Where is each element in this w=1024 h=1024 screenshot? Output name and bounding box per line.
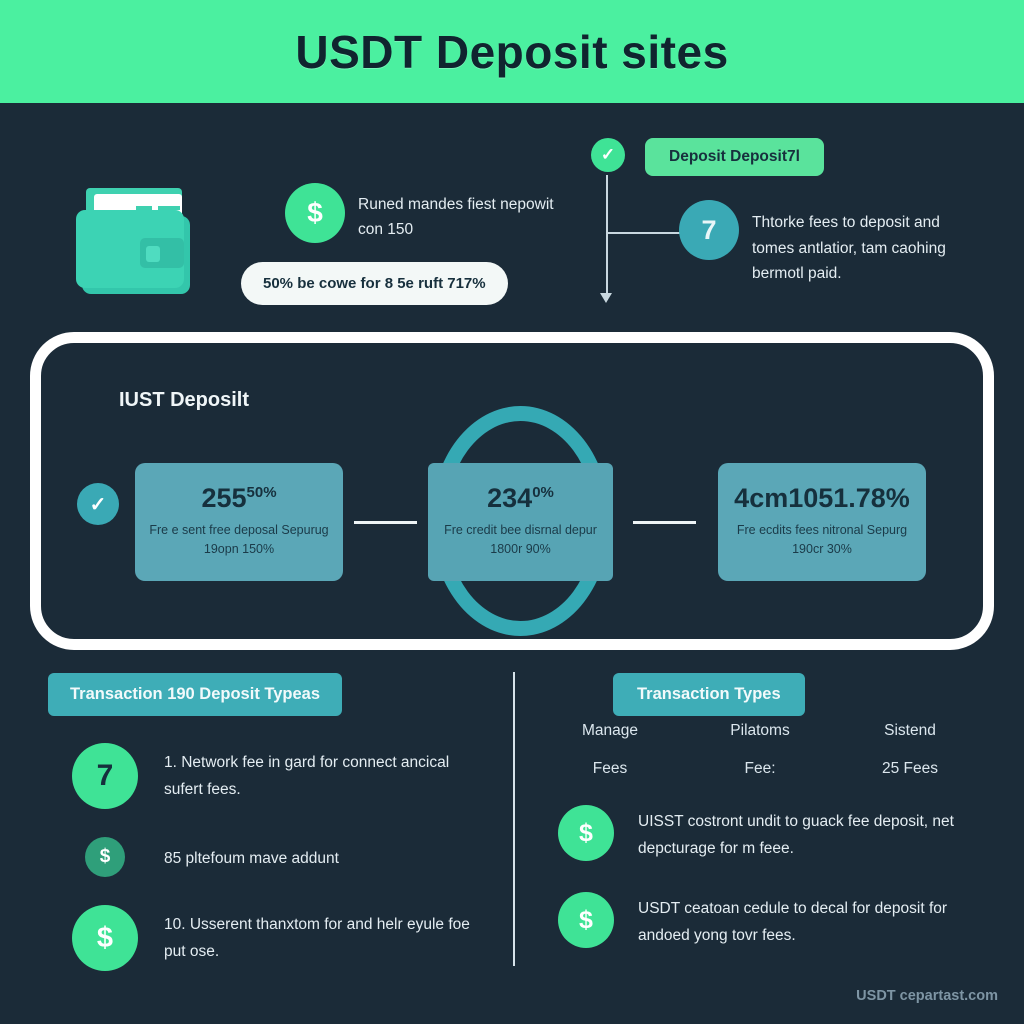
number-badge-7-icon: 7 — [72, 743, 138, 809]
list-item-label: 10. Usserent thanxtom for and helr eyule… — [164, 916, 470, 960]
stat-subtext: Fre credit bee disrnal depur 1800r 90% — [444, 522, 597, 556]
bottom-left-section-pill[interactable]: Transaction 190 Deposit Typeas — [48, 673, 343, 716]
dollar-coin-icon: $ — [558, 805, 614, 861]
stat-superscript: 0% — [532, 483, 554, 501]
top-left-highlight-pill[interactable]: 50% be cowe for 8 5e ruft 717% — [241, 262, 508, 305]
stat-subtext: Fre ecdits fees nitronal Sepurg 190cr 30… — [736, 522, 908, 556]
dollar-coin-icon: $ — [85, 837, 125, 877]
list-item[interactable]: 7 1. Network fee in gard for connect anc… — [72, 743, 482, 809]
list-item-label: 1. Network fee in gard for connect ancic… — [164, 754, 450, 798]
footer-watermark: USDT cepartast.com — [856, 988, 998, 1004]
column-header: Sistend — [884, 722, 936, 739]
flow-vertical-line — [606, 175, 608, 300]
bottom-left-list: 7 1. Network fee in gard for connect anc… — [72, 743, 482, 999]
transaction-types-columns: Manage Fees Pilatoms Fee: Sistend 25 Fee… — [540, 722, 980, 778]
list-item-label: 85 pltefoum mave addunt — [164, 850, 339, 867]
flow-arrow-icon — [600, 293, 612, 303]
page-title: USDT Deposit sites — [295, 25, 729, 78]
stat-number: 234 — [487, 482, 533, 513]
top-left-note: Runed mandes fiest nepowit con 150 — [358, 196, 554, 239]
list-item-label: USDT ceatoan cedule to decal for deposit… — [638, 900, 948, 944]
bottom-right-list: $ UISST costront undit to guack fee depo… — [558, 805, 988, 980]
column-platforms: Pilatoms Fee: — [690, 722, 830, 778]
check-circle-icon: ✓ — [77, 483, 119, 525]
stat-card[interactable]: 4cm1051.78% Fre ecdits fees nitronal Sep… — [718, 463, 926, 581]
stat-subtext: Fre e sent free deposal Sepurug 19opn 15… — [149, 522, 329, 556]
stat-value: 4cm1051.78% — [734, 482, 910, 513]
list-item[interactable]: $ UISST costront undit to guack fee depo… — [558, 805, 988, 862]
column-manage: Manage Fees — [540, 722, 680, 778]
stat-value: 2340% — [487, 482, 554, 513]
stats-panel-title: IUST Deposilt — [119, 389, 250, 411]
stat-card[interactable]: 25550% Fre e sent free deposal Sepurug 1… — [135, 463, 343, 581]
stat-card[interactable]: 2340% Fre credit bee disrnal depur 1800r… — [428, 463, 613, 581]
list-item[interactable]: $ 10. Usserent thanxtom for and helr eyu… — [72, 905, 482, 971]
column-header: Pilatoms — [730, 722, 790, 739]
column-subheader: Fees — [592, 760, 628, 777]
number-badge-7-icon: 7 — [679, 200, 739, 260]
dollar-coin-icon: $ — [72, 905, 138, 971]
stat-number: 4cm1051.78% — [734, 482, 910, 513]
header-banner: USDT Deposit sites — [0, 0, 1024, 103]
column-header: Manage — [581, 722, 638, 739]
check-circle-icon: ✓ — [591, 138, 625, 172]
stats-panel: IUST Deposilt ✓ 25550% Fre e sent free d… — [30, 332, 994, 650]
column-subheader: Fee: — [744, 760, 776, 777]
column-subheader: 25 Fees — [881, 760, 938, 777]
list-item[interactable]: $ 85 pltefoum mave addunt — [72, 837, 482, 877]
stat-number: 255 — [201, 482, 247, 513]
top-right-body-text: Thtorke fees to deposit and tomes antlat… — [752, 214, 946, 283]
stat-connector-line — [633, 521, 696, 524]
wallet-icon — [58, 160, 208, 310]
list-item-label: UISST costront undit to guack fee deposi… — [638, 813, 954, 857]
list-item[interactable]: $ USDT ceatoan cedule to decal for depos… — [558, 892, 988, 949]
deposit-tag-pill[interactable]: Deposit Deposit7l — [645, 138, 824, 176]
flow-horizontal-line — [606, 232, 686, 234]
dollar-coin-icon: $ — [285, 183, 345, 243]
bottom-right-section-pill[interactable]: Transaction Types — [613, 673, 805, 716]
column-sistend: Sistend 25 Fees — [840, 722, 980, 778]
stat-connector-line — [354, 521, 417, 524]
column-divider — [513, 672, 515, 966]
stat-superscript: 50% — [246, 483, 277, 501]
dollar-coin-icon: $ — [558, 892, 614, 949]
stat-value: 25550% — [201, 482, 277, 513]
